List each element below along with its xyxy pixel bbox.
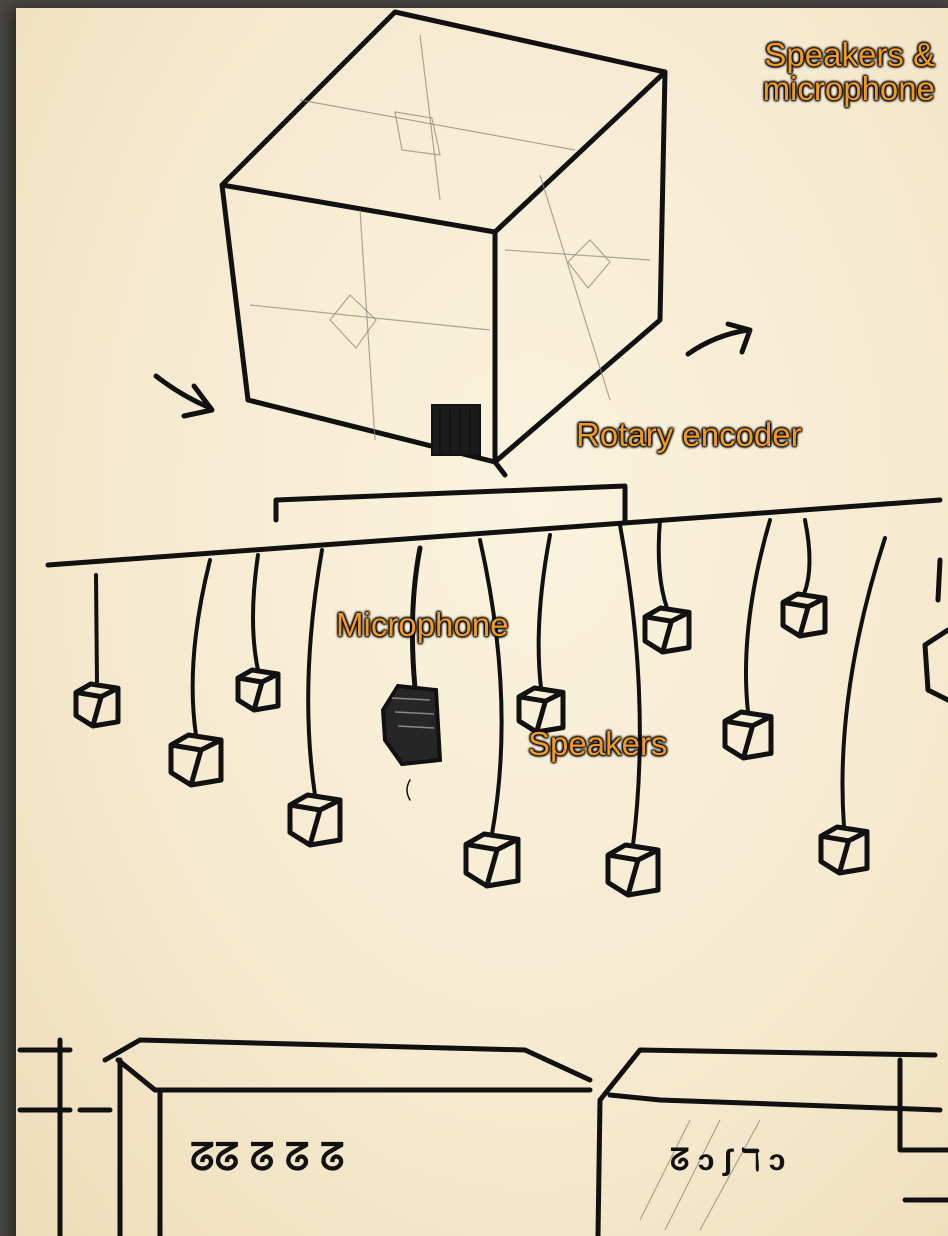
rack-marks-right: ᘔ ↄ ʃ ℸ ↄ [670, 1144, 785, 1177]
rack-device-left: ᘔᘔ ᘔ ᘔ ᘔ [20, 1040, 590, 1236]
speaker-cable [620, 525, 640, 845]
speaker-cable [193, 560, 210, 735]
microphone-label: Microphone [336, 608, 508, 642]
microphone-cube [383, 548, 440, 800]
main-cube [222, 12, 665, 462]
speaker-cube [783, 594, 825, 636]
speaker-cube [608, 845, 658, 895]
speaker-cube [725, 712, 771, 758]
speaker-cube [821, 827, 867, 873]
rotation-arrow-left [156, 376, 212, 416]
speakers-microphone-label-line1: Speakers & [677, 38, 935, 72]
speaker-cube [466, 834, 518, 886]
rotary-encoder-mark [432, 405, 480, 455]
speaker-cable [96, 575, 97, 684]
speaker-cube-partial [925, 560, 948, 700]
speaker-cube [645, 608, 689, 652]
speaker-cube [290, 795, 340, 845]
speaker-cube [76, 684, 118, 726]
speakers-microphone-label-line2: microphone [677, 72, 935, 106]
speaker-cable [746, 520, 770, 712]
speaker-cable [804, 520, 810, 594]
rack-device-right: ᘔ ↄ ʃ ℸ ↄ [598, 1050, 948, 1236]
speaker-cable [842, 538, 885, 827]
rack-marks-left: ᘔᘔ ᘔ ᘔ ᘔ [190, 1137, 345, 1179]
speaker-cable [308, 550, 322, 795]
speaker-cable [480, 540, 502, 834]
speaker-cable [659, 520, 667, 608]
speaker-cable [539, 535, 550, 688]
rotation-arrow-right [688, 324, 750, 354]
speaker-cube [238, 670, 278, 710]
speaker-cube [171, 735, 221, 785]
speaker-cable [253, 555, 258, 670]
rotary-encoder-label: Rotary encoder [576, 418, 802, 452]
speaker-cluster [76, 520, 948, 895]
speakers-microphone-label: Speakers & microphone [677, 38, 935, 106]
speakers-label: Speakers [528, 727, 667, 761]
